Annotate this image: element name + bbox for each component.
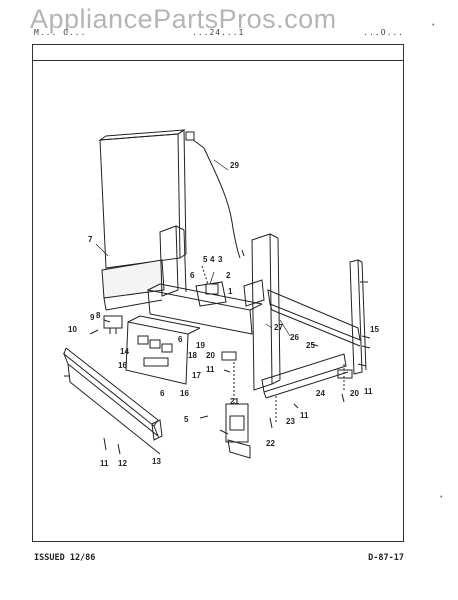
callout-24: 24 <box>316 389 325 398</box>
callout-16: 16 <box>180 389 189 398</box>
callout-29: 29 <box>230 161 239 170</box>
bracket-part-left <box>221 351 237 361</box>
callout-labels: 7 29 5 4 3 6 2 1 27 26 15 25 9 8 10 6 19… <box>68 161 379 468</box>
scan-speck: • <box>432 22 435 29</box>
callout-18: 18 <box>188 351 197 360</box>
callout-6a: 6 <box>190 271 195 280</box>
callout-2: 2 <box>226 271 231 280</box>
bracket-part-right <box>337 369 353 379</box>
switch-part <box>103 315 123 334</box>
motor-bracket-part <box>205 283 219 295</box>
callout-5b: 5 <box>184 415 189 424</box>
alignment-lines <box>201 265 345 424</box>
scan-speck: • <box>440 494 443 501</box>
control-bracket-part <box>125 315 201 385</box>
page-header: M... C... ...24...1 ...O... <box>34 18 404 44</box>
callout-8: 8 <box>96 311 101 320</box>
callout-22: 22 <box>266 439 275 448</box>
issued-date: ISSUED 12/86 <box>34 553 96 563</box>
callout-19: 19 <box>196 341 205 350</box>
header-section: ...O... <box>363 28 404 37</box>
callout-17: 17 <box>192 371 201 380</box>
callout-20a: 20 <box>206 351 215 360</box>
watermark-text: AppliancePartsPros.com <box>30 4 337 34</box>
leveling-leg-part <box>219 403 251 459</box>
left-upright-part <box>159 225 187 297</box>
side-panel-part <box>98 129 187 311</box>
callout-11a: 11 <box>206 365 215 374</box>
callout-10: 10 <box>68 325 77 334</box>
callout-12: 12 <box>118 459 127 468</box>
callout-13: 13 <box>152 457 161 466</box>
right-upright-part <box>243 233 281 391</box>
callout-23: 23 <box>286 417 295 426</box>
callout-20b: 20 <box>350 389 359 398</box>
screw-fasteners <box>64 281 371 455</box>
right-channel-part <box>349 259 367 375</box>
callout-25: 25 <box>306 341 315 350</box>
power-cord-part <box>185 131 245 259</box>
callout-7: 7 <box>88 235 93 244</box>
top-cross-rail-part <box>147 281 263 335</box>
callout-21: 21 <box>230 397 239 406</box>
callout-11b: 11 <box>364 387 373 396</box>
diagram-frame <box>32 44 404 542</box>
bottom-rail-part <box>261 353 349 399</box>
callout-11c: 11 <box>300 411 309 420</box>
toe-panel-part <box>62 347 163 455</box>
frame-top-rule <box>32 60 404 61</box>
callout-6c: 6 <box>160 389 165 398</box>
callout-5: 5 <box>203 255 208 264</box>
callout-3: 3 <box>218 255 223 264</box>
callout-26: 26 <box>290 333 299 342</box>
callout-15a: 15 <box>370 325 379 334</box>
header-model-label: M... C... <box>34 28 87 37</box>
callout-6b: 6 <box>178 335 183 344</box>
callout-11d: 11 <box>100 459 109 468</box>
page-code: D-87-17 <box>368 553 404 563</box>
side-rail-part <box>267 289 361 347</box>
callout-1: 1 <box>228 287 233 296</box>
header-model-number: ...24...1 <box>192 28 245 37</box>
callout-4: 4 <box>210 255 215 264</box>
leader-lines <box>95 159 291 337</box>
callout-9: 9 <box>90 313 95 322</box>
callout-15b: 16 <box>118 361 127 370</box>
callout-14: 14 <box>120 347 129 356</box>
callout-27: 27 <box>274 323 283 332</box>
diagram-linework <box>62 129 371 459</box>
